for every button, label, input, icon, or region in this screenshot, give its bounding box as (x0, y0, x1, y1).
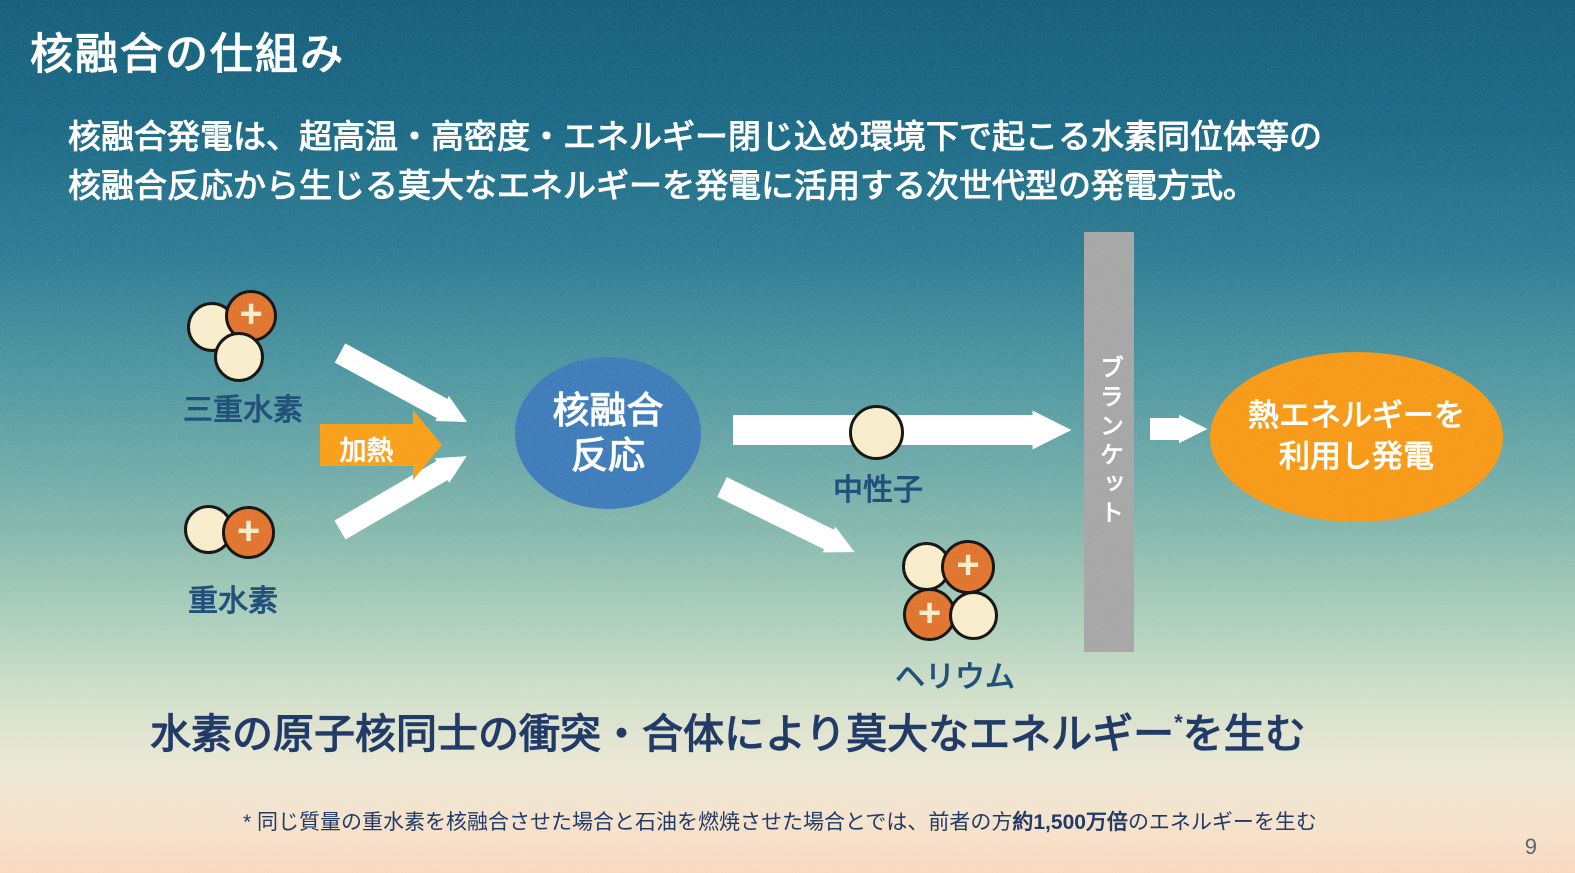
plus-icon: + (956, 543, 980, 587)
footnote: * 同じ質量の重水素を核融合させた場合と石油を燃焼させた場合とでは、前者の方約1… (243, 806, 1317, 836)
summary-suffix: を生む (1182, 711, 1306, 757)
tritium-neutron-circle (214, 332, 264, 382)
arrow-deuterium-to-fusion (334, 456, 467, 540)
summary-asterisk: * (1174, 710, 1183, 735)
plus-icon: + (917, 590, 942, 635)
deuterium-proton-circle: + (222, 506, 275, 559)
page-number: 9 (1524, 834, 1537, 859)
plus-icon: + (236, 508, 261, 553)
fusion-label-line-1: 核融合 (552, 389, 664, 431)
helium-proton-circle: + (941, 540, 995, 594)
footnote-bold-value: 約1,500万倍 (1012, 811, 1128, 834)
helium-neutron-circle (949, 591, 998, 640)
page-title: 核融合の仕組み (30, 31, 345, 79)
intro-text: 核融合発電は、超高温・高密度・エネルギー閉じ込め環境下で起こる水素同位体等の 核… (68, 112, 1322, 210)
blanket-label: ブランケット (1095, 355, 1123, 529)
tritium-label: 三重水素 (183, 394, 303, 427)
footnote-prefix: * 同じ質量の重水素を核融合させた場合と石油を燃焼させた場合とでは、前者の方 (243, 811, 1013, 834)
blanket-bar: ブランケット (1084, 232, 1134, 652)
fusion-label-line-2: 反応 (571, 435, 645, 476)
deuterium-label: 重水素 (188, 585, 278, 618)
fusion-reaction-ellipse: 核融合 反応 (515, 357, 701, 509)
generation-label-line-1: 熱エネルギーを (1248, 398, 1465, 434)
neutron-label: 中性子 (833, 474, 923, 507)
footnote-suffix: のエネルギーを生む (1127, 811, 1317, 834)
neutron-circle (849, 405, 904, 460)
summary-main: 水素の原子核同士の衝突・合体により莫大なエネルギー (150, 711, 1175, 757)
arrow-fusion-to-helium (717, 477, 855, 553)
generation-ellipse: 熱エネルギーを 利用し発電 (1210, 352, 1503, 522)
summary-text: 水素の原子核同士の衝突・合体により莫大なエネルギー*を生む (150, 700, 1306, 760)
plus-icon: + (239, 292, 263, 336)
helium-label: ヘリウム (895, 661, 1015, 694)
generation-label-line-2: 利用し発電 (1279, 439, 1434, 474)
heat-label: 加熱 (339, 436, 394, 466)
arrow-tritium-to-fusion (334, 343, 468, 423)
intro-line-2: 核融合反応から生じる莫大なエネルギーを発電に活用する次世代型の発電方式。 (68, 167, 1256, 204)
intro-line-1: 核融合発電は、超高温・高密度・エネルギー閉じ込め環境下で起こる水素同位体等の (68, 118, 1322, 155)
